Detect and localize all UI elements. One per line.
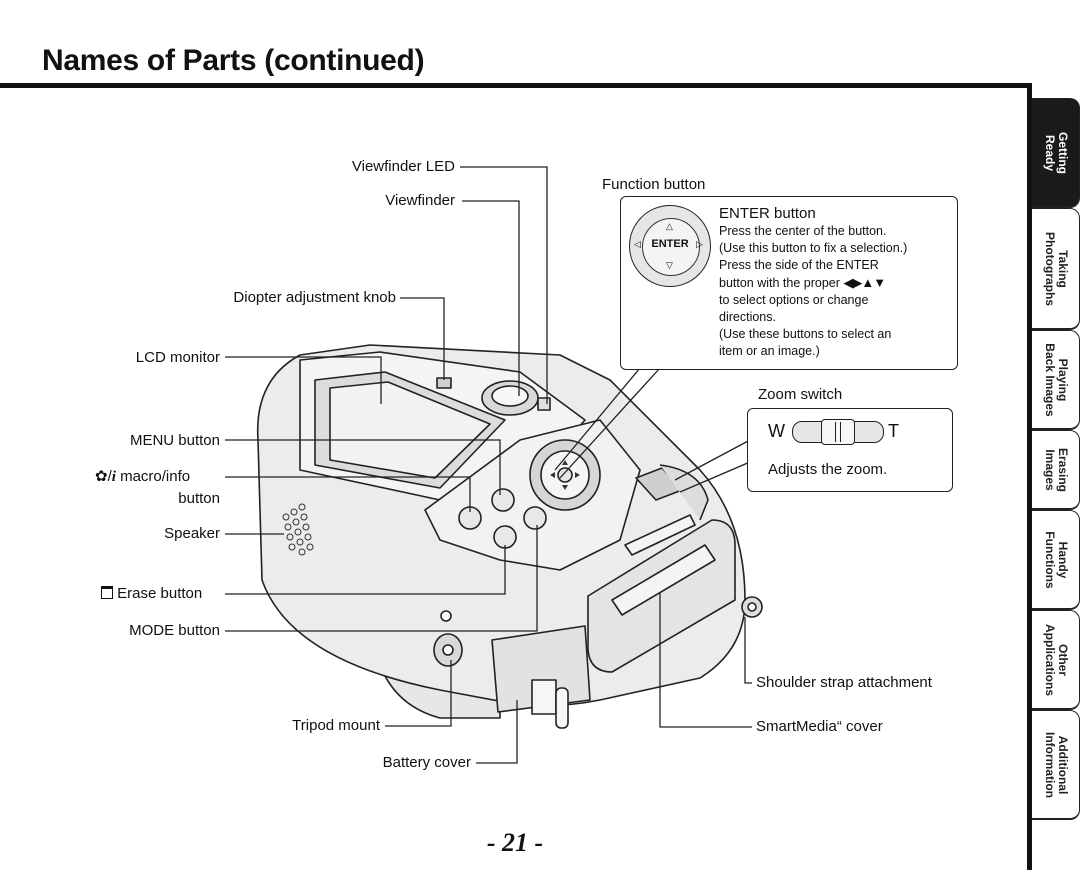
title-rule	[0, 83, 1032, 88]
speaker-label: Speaker	[164, 525, 220, 542]
macro-info-text: macro/info	[120, 468, 191, 485]
dial-up-arrow-icon: △	[666, 221, 673, 231]
enter-line-3: Press the side of the ENTER	[719, 258, 879, 272]
lcd-monitor-label: LCD monitor	[135, 349, 220, 366]
dial-down-arrow-icon: ▽	[666, 260, 673, 270]
viewfinder-label: Viewfinder	[385, 192, 455, 209]
enter-dial-graphic: ENTER △ ▽ ◁ ▷	[629, 205, 711, 287]
enter-line-1: Press the center of the button.	[719, 224, 887, 238]
enter-button-callout: ENTER △ ▽ ◁ ▷ ENTER button Press the cen…	[620, 196, 958, 370]
macro-info-label-line2: button	[178, 490, 220, 507]
zoom-switch-graphic	[792, 419, 884, 445]
macro-info-label: ✿/i macro/info	[95, 468, 190, 486]
side-rule	[1027, 83, 1032, 870]
menu-button-label: MENU button	[129, 432, 220, 449]
enter-line-8: item or an image.)	[719, 344, 820, 358]
zoom-t-label: T	[888, 421, 899, 441]
smartmedia-cover-label: SmartMedia“ cover	[756, 718, 883, 735]
mode-button-label: MODE button	[129, 622, 220, 639]
camera-illustration	[225, 166, 763, 764]
erase-button-label: Erase button	[101, 585, 202, 603]
enter-line-2: (Use this button to fix a selection.)	[719, 241, 908, 255]
separator-slash: /	[107, 468, 112, 485]
shoulder-strap-label: Shoulder strap attachment	[756, 674, 932, 691]
enter-label-on-dial: ENTER	[651, 238, 689, 250]
enter-heading: ENTER button	[719, 205, 816, 222]
info-icon: i	[111, 469, 116, 485]
enter-line-5: to select options or change	[719, 293, 869, 307]
page-title: Names of Parts (continued)	[42, 44, 425, 77]
tripod-mount-label: Tripod mount	[292, 717, 380, 734]
function-button-label: Function button	[602, 176, 706, 193]
zoom-switch-callout: W T Adjusts the zoom.	[747, 408, 953, 492]
erase-button-text: Erase button	[117, 585, 203, 602]
page-number: - 21 -	[486, 828, 544, 857]
zoom-w-label: W	[768, 421, 785, 441]
enter-line-6: directions.	[719, 310, 776, 324]
enter-line-4: button with the proper ◀▶▲▼	[719, 275, 886, 290]
dial-left-arrow-icon: ◁	[634, 239, 641, 249]
diopter-knob-label: Diopter adjustment knob	[233, 289, 396, 306]
zoom-switch-label: Zoom switch	[758, 386, 843, 403]
dial-right-arrow-icon: ▷	[696, 239, 703, 249]
macro-flower-icon: ✿	[95, 468, 108, 485]
trash-icon	[101, 586, 113, 599]
battery-cover-label: Battery cover	[382, 754, 471, 771]
enter-line-7: (Use these buttons to select an	[719, 327, 892, 341]
direction-arrows-icon: ◀▶▲▼	[843, 275, 886, 290]
zoom-caption: Adjusts the zoom.	[768, 461, 888, 478]
viewfinder-led-label: Viewfinder LED	[351, 158, 455, 175]
